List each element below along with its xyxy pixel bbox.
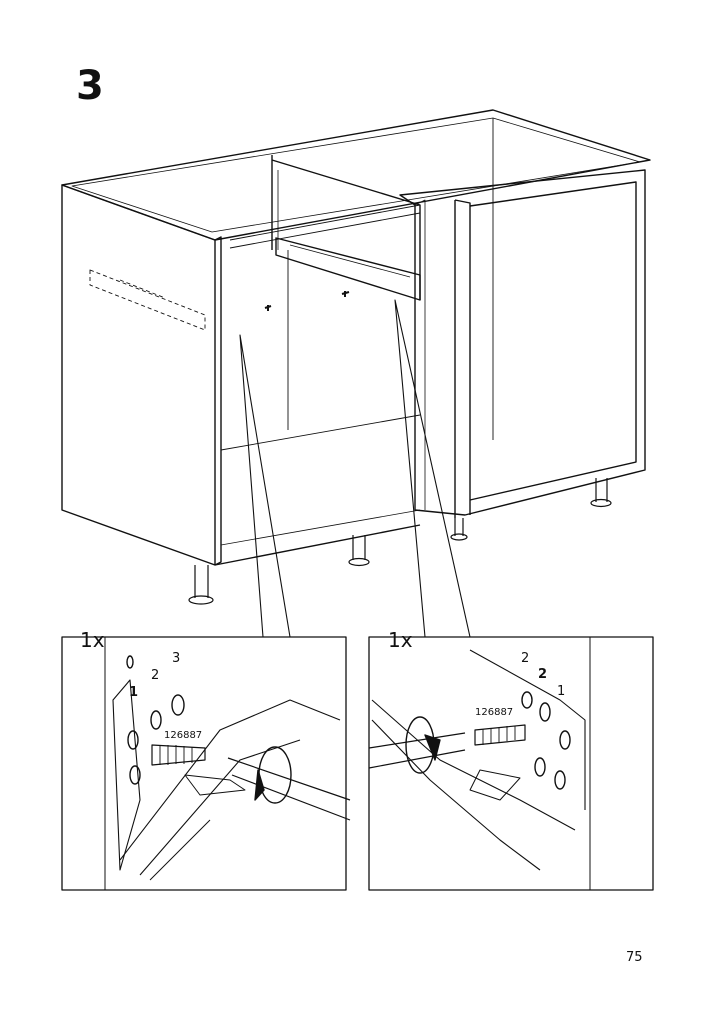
detail-left-hole-label-2: 2 [151,668,159,683]
detail-left-hole-label-1: 1 [129,685,138,700]
cabinet-right-door-section [399,169,646,516]
detail-right-hole-label-a: 2 [521,651,529,666]
detail-right-part-number: 126887 [475,707,513,718]
drawer-runner [275,237,421,301]
cabinet-drawing [61,109,651,638]
detail-right-hole-label-c: 1 [557,684,565,699]
cabinet-legs [188,478,612,605]
detail-right-hole-label-b: 2 [538,667,547,682]
detail-left-hole-label-3: 3 [172,651,180,666]
rotate-arrow-icon [424,734,441,761]
detail-left-part-number: 126887 [164,730,202,741]
rotate-arrow-icon [254,769,265,801]
detail-left-quantity: 1x [80,628,105,652]
detail-left-panel [61,636,351,891]
detail-right-labels: 1x 126887 2 2 1 [388,628,565,718]
detail-right-panel [368,636,654,891]
step-number: 3 [76,63,104,109]
page-number: 75 [626,950,643,965]
cabinet-left-panel [61,184,216,566]
detail-right-quantity: 1x [388,628,413,652]
detail-left-labels: 1x 126887 1 2 3 [80,628,202,741]
